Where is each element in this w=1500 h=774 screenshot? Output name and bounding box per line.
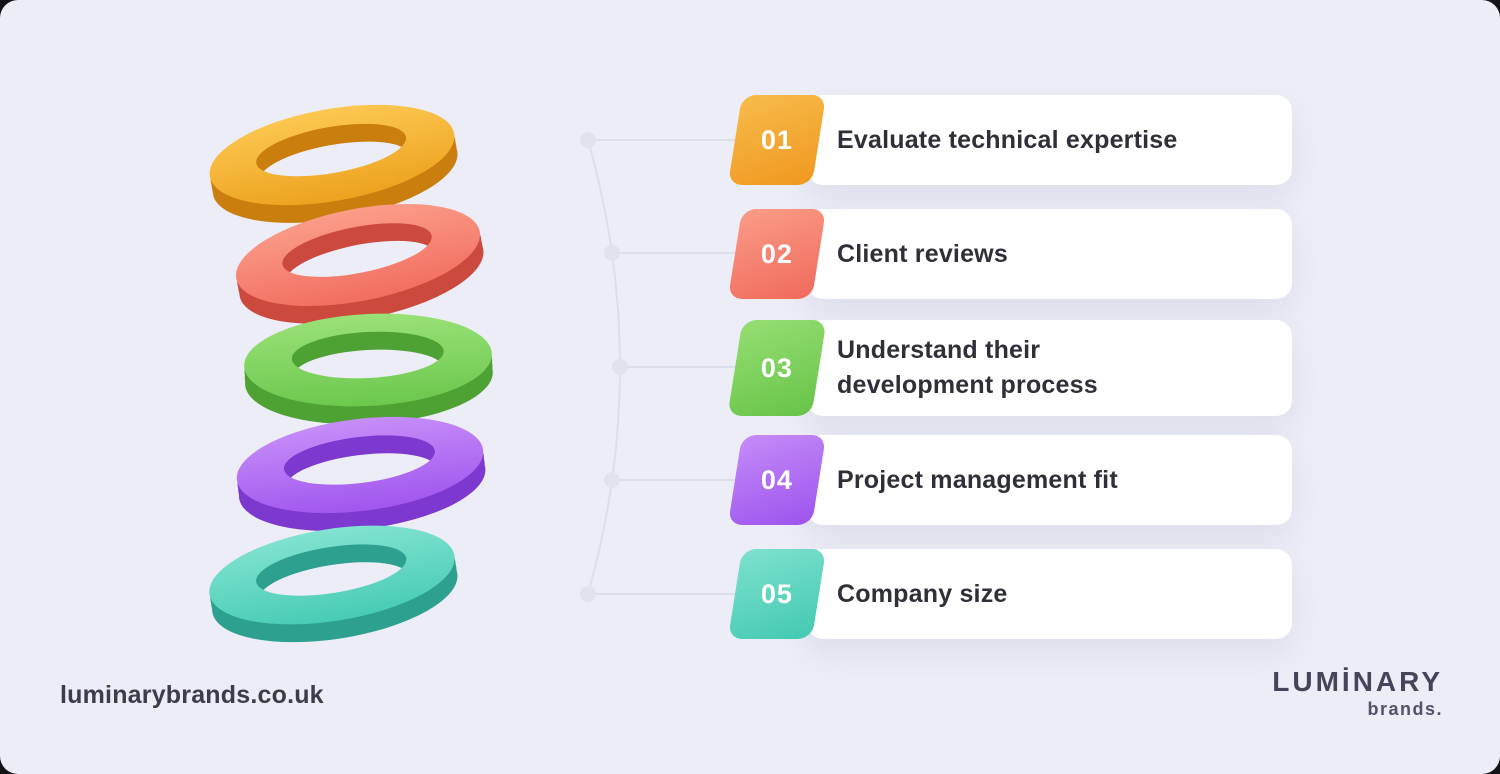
step-card-3: 03 Understand their development process bbox=[727, 320, 1292, 416]
step-number: 04 bbox=[760, 464, 794, 495]
step-card-1: 01 Evaluate technical expertise bbox=[727, 95, 1292, 185]
ring-teal bbox=[202, 510, 465, 658]
step-number-tab: 01 bbox=[727, 95, 827, 185]
step-number: 05 bbox=[760, 578, 794, 609]
step-number: 02 bbox=[760, 238, 794, 269]
step-card-panel bbox=[807, 209, 1292, 299]
step-number-tab: 03 bbox=[727, 320, 827, 416]
ring-green bbox=[241, 307, 496, 431]
step-number-tab: 02 bbox=[727, 209, 827, 299]
step-label: Understand their development process bbox=[837, 335, 1098, 400]
brand-logo-descriptor: brands. bbox=[1367, 699, 1443, 719]
connector-dots bbox=[580, 132, 628, 602]
step-number-tab: 05 bbox=[727, 549, 827, 639]
step-label: Client reviews bbox=[837, 239, 1008, 268]
step-card-4: 04 Project management fit bbox=[727, 435, 1292, 525]
website-url: luminarybrands.co.uk bbox=[60, 681, 324, 709]
step-card-panel bbox=[807, 95, 1292, 185]
step-card-panel bbox=[807, 435, 1292, 525]
step-label: Evaluate technical expertise bbox=[837, 125, 1178, 154]
step-card-panel bbox=[807, 549, 1292, 639]
step-card-2: 02 Client reviews bbox=[727, 209, 1292, 299]
brand-logo: LUMİNARY brands. bbox=[1272, 666, 1443, 720]
step-label: Company size bbox=[837, 579, 1008, 608]
brand-logo-name: LUMİNARY bbox=[1272, 666, 1443, 697]
step-number: 03 bbox=[760, 352, 794, 383]
step-number: 01 bbox=[760, 124, 794, 155]
step-card-panel bbox=[807, 320, 1292, 416]
step-label: Project management fit bbox=[837, 465, 1118, 494]
step-card-5: 05 Company size bbox=[727, 549, 1292, 639]
ring-purple bbox=[231, 404, 491, 544]
step-number-tab: 04 bbox=[727, 435, 827, 525]
